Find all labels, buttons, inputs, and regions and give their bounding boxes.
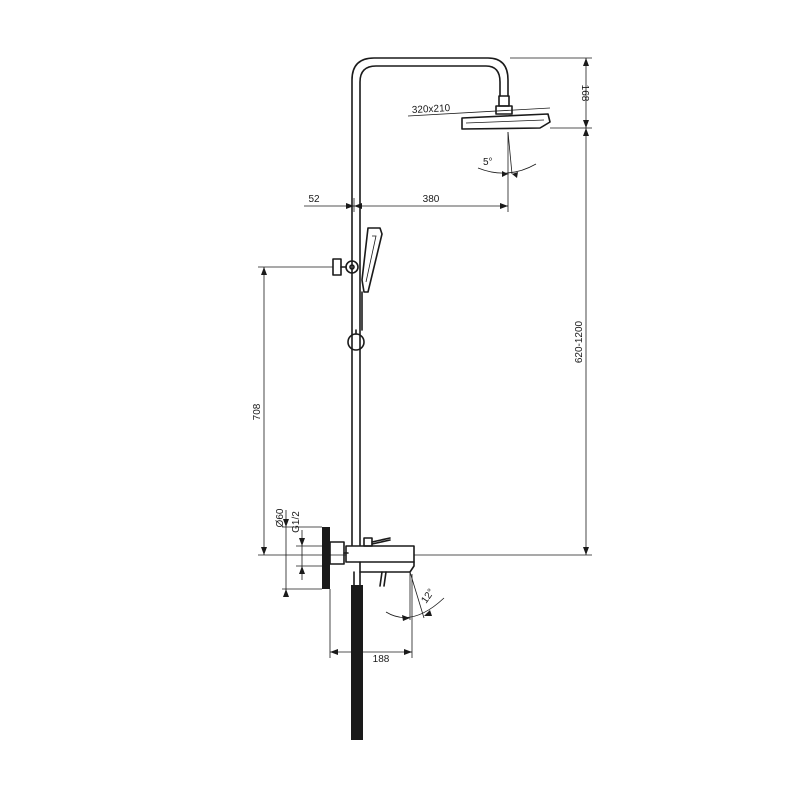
dim-tilt-spout: 12° [385, 571, 445, 621]
dim-tilt-head: 5° [477, 131, 537, 178]
slider-knob [347, 329, 365, 351]
dim-connector-diameter-label: Ø60 [275, 508, 286, 527]
shower-hose [351, 571, 363, 740]
dim-arm-offset-label: 52 [308, 194, 320, 205]
overhead-shower-head [461, 95, 551, 130]
dim-thread-label: G1/2 [291, 511, 302, 533]
dim-spout-projection-label: 188 [373, 654, 390, 665]
hand-shower [361, 227, 383, 331]
dim-tilt-head-label: 5° [483, 157, 493, 168]
bath-spout [359, 561, 415, 587]
dim-arm: 52 380 [304, 172, 509, 212]
dim-column-height-label: 620-1200 [574, 320, 585, 363]
dim-column-height: 620-1200 [414, 128, 592, 556]
dim-head-size: 320x210 [407, 103, 551, 117]
dim-top-height: 168 [510, 57, 592, 129]
wall-connector [322, 527, 349, 589]
dim-holder-height-label: 708 [252, 403, 263, 420]
hand-shower-holder [332, 258, 359, 276]
dim-tilt-spout-label: 12° [419, 587, 437, 606]
dim-top-height-label: 168 [579, 85, 590, 102]
dim-connector: Ø60 G1/2 [275, 508, 322, 597]
shower-column [351, 57, 509, 546]
dim-arm-length-label: 380 [423, 194, 440, 205]
dim-head-size-label: 320x210 [412, 103, 451, 116]
dim-spout-projection: 188 [329, 574, 413, 665]
mixer-body [345, 537, 415, 563]
